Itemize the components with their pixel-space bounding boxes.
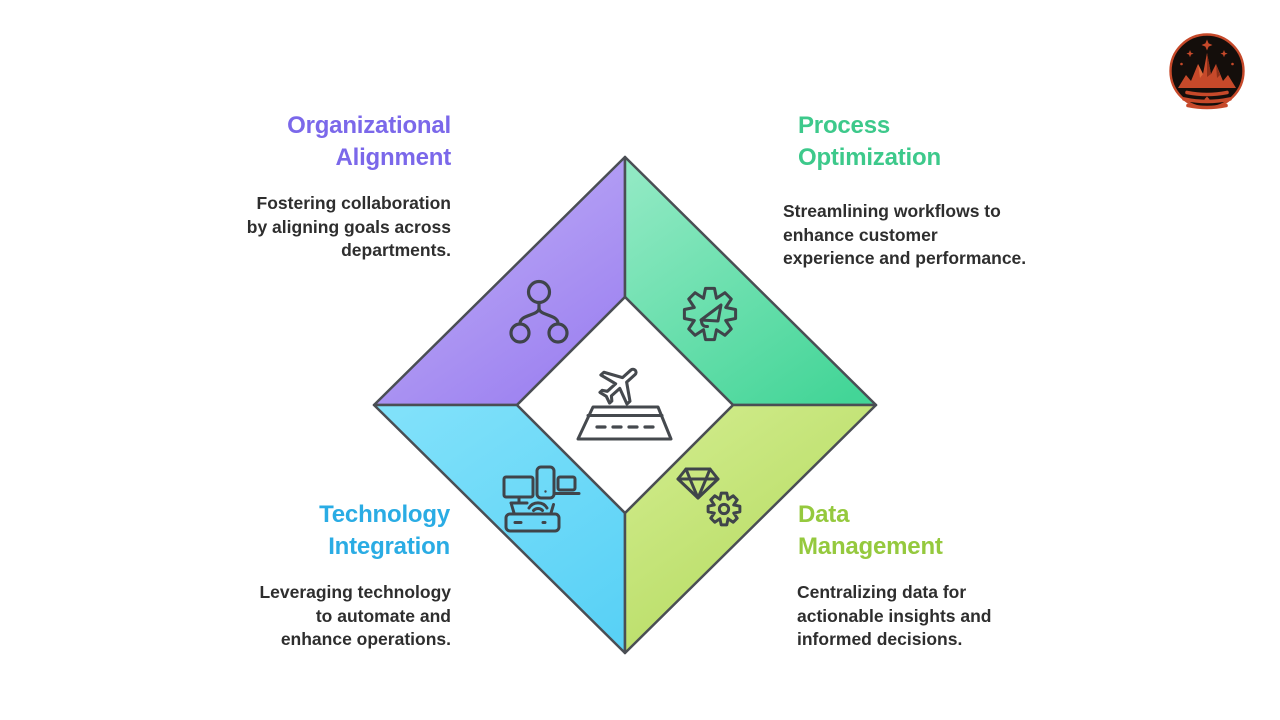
plane-takeoff-runway-icon (576, 367, 673, 441)
gem-gear-icon (676, 467, 742, 527)
devices-network-icon (502, 465, 581, 533)
quadrant-desc-process-optimization: Streamlining workflows to enhance custom… (783, 201, 1027, 268)
center-diamond (515, 295, 735, 515)
gear-megaphone-icon (682, 286, 738, 342)
logo-emblem (1178, 39, 1236, 88)
quadrant-title-data-management: Data Management (798, 501, 943, 560)
quadrant-desc-technology-integration: Leveraging technology to automate and en… (259, 582, 451, 649)
crown-mountains-logo (1169, 33, 1245, 110)
quadrant-title-organizational-alignment: Organizational Alignment (287, 112, 451, 171)
org-hierarchy-icon (509, 279, 569, 344)
quadrant-desc-data-management: Centralizing data for actionable insight… (797, 582, 992, 649)
quadrant-title-process-optimization: Process Optimization (798, 112, 941, 171)
quadrant-title-technology-integration: Technology Integration (319, 501, 450, 560)
quadrant-desc-organizational-alignment: Fostering collaboration by aligning goal… (246, 193, 451, 260)
